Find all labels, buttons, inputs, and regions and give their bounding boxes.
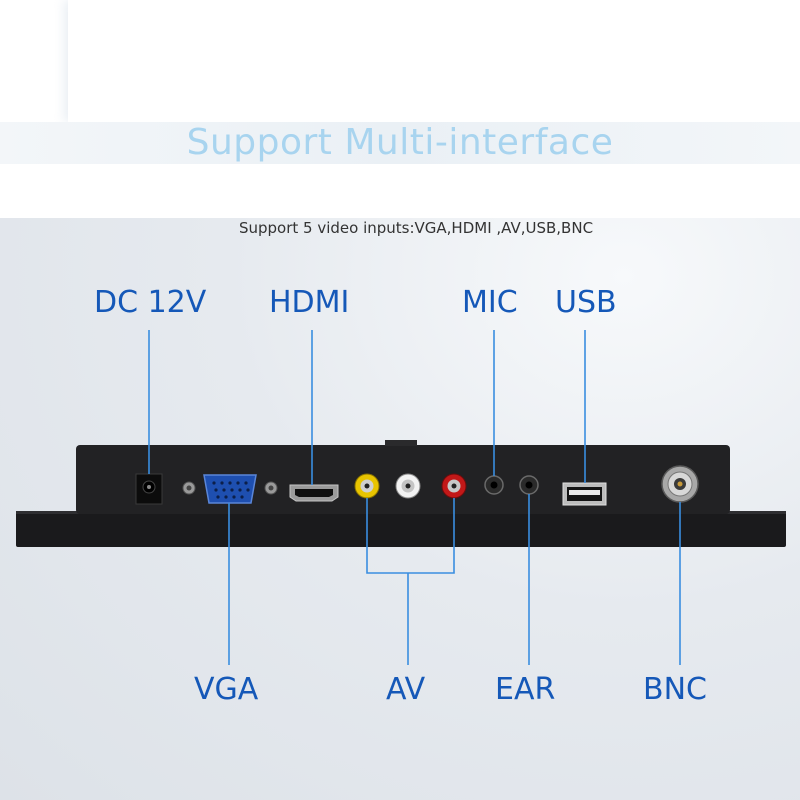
leader-lines (148, 330, 681, 665)
dc-jack-port (135, 473, 163, 505)
av-white-port (395, 473, 421, 499)
label-vga: VGA (194, 672, 259, 707)
page-subtitle: Support 5 video inputs:VGA,HDMI ,AV,USB,… (238, 219, 594, 237)
page-title: Support Multi-interface (186, 122, 614, 163)
av-red-port (441, 473, 467, 499)
label-usb: USB (555, 285, 617, 320)
header-background (0, 0, 800, 218)
label-mic: MIC (462, 285, 518, 320)
monitor-bezel (16, 511, 786, 547)
usb-port (562, 482, 607, 506)
ear-jack-port (519, 475, 539, 495)
header-title-band (0, 122, 800, 164)
label-ear: EAR (495, 672, 556, 707)
av-yellow-port (354, 473, 380, 499)
hdmi-port (289, 484, 339, 502)
av-leader-line (366, 498, 455, 574)
header-panel (68, 0, 800, 122)
bnc-port (661, 465, 699, 503)
label-bnc: BNC (643, 672, 707, 707)
label-av: AV (386, 672, 426, 707)
label-hdmi: HDMI (269, 285, 350, 320)
mic-jack-port (484, 475, 504, 495)
label-dc-12v: DC 12V (94, 285, 207, 320)
vga-port (182, 474, 278, 504)
